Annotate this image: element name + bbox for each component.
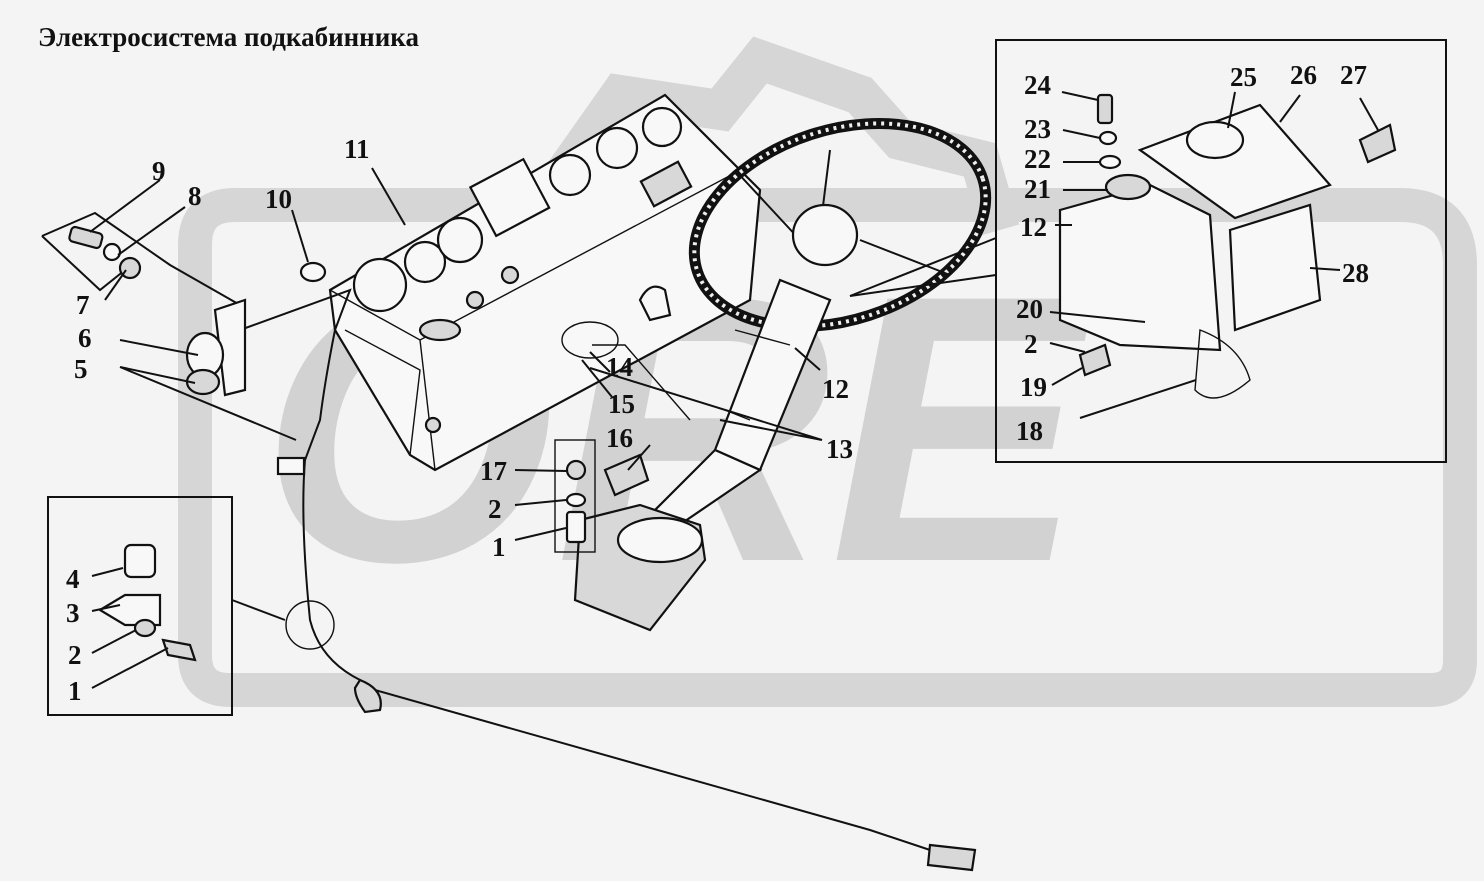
- callout-12-center: 12: [822, 374, 849, 404]
- center-small-parts: [554, 321, 691, 553]
- callout-23: 23: [1024, 114, 1051, 144]
- diagram-title: Электросистема подкабинника: [38, 22, 419, 52]
- callout-4: 4: [66, 564, 80, 594]
- callout-14: 14: [606, 352, 633, 382]
- callout-1-lower-left: 1: [68, 676, 82, 706]
- callout-10: 10: [265, 184, 292, 214]
- callout-22: 22: [1024, 144, 1051, 174]
- callout-labels: 4 3 2 1 5 6 7 8 9 10 11 12 13 14 15 16 1…: [66, 60, 1369, 706]
- callout-17: 17: [480, 456, 507, 486]
- callout-2-inset: 2: [1024, 329, 1038, 359]
- callout-12-inset: 12: [1020, 212, 1047, 242]
- callout-19: 19: [1020, 372, 1047, 402]
- callout-27: 27: [1340, 60, 1367, 90]
- callout-7: 7: [76, 290, 90, 320]
- callout-18: 18: [1016, 416, 1043, 446]
- instrument-panel: [328, 93, 762, 472]
- leader-lines: [89, 91, 1379, 689]
- callout-8: 8: [188, 181, 202, 211]
- callout-15: 15: [608, 389, 635, 419]
- inset-frame-switch: [995, 39, 1447, 463]
- callout-26: 26: [1290, 60, 1317, 90]
- callout-28: 28: [1342, 258, 1369, 288]
- wiring-harness: [239, 288, 977, 872]
- callout-11: 11: [344, 134, 370, 164]
- callout-1-center: 1: [492, 532, 506, 562]
- callout-6: 6: [78, 323, 92, 353]
- callout-9: 9: [152, 156, 166, 186]
- callout-16: 16: [606, 423, 633, 453]
- callout-3: 3: [66, 598, 80, 628]
- callout-2-lower-left: 2: [68, 640, 82, 670]
- combination-switch: [1058, 93, 1397, 399]
- callout-13: 13: [826, 434, 853, 464]
- callout-24: 24: [1024, 70, 1051, 100]
- clamp-parts: [97, 543, 197, 662]
- grommet-10: [299, 261, 327, 283]
- bracket-assembly: [41, 211, 247, 397]
- callout-5: 5: [74, 354, 88, 384]
- callout-20: 20: [1016, 294, 1043, 324]
- callout-21: 21: [1024, 174, 1051, 204]
- inset-frame-clamp: [47, 496, 233, 716]
- callout-2-center: 2: [488, 494, 502, 524]
- steering-column: [573, 117, 992, 632]
- callout-25: 25: [1230, 62, 1257, 92]
